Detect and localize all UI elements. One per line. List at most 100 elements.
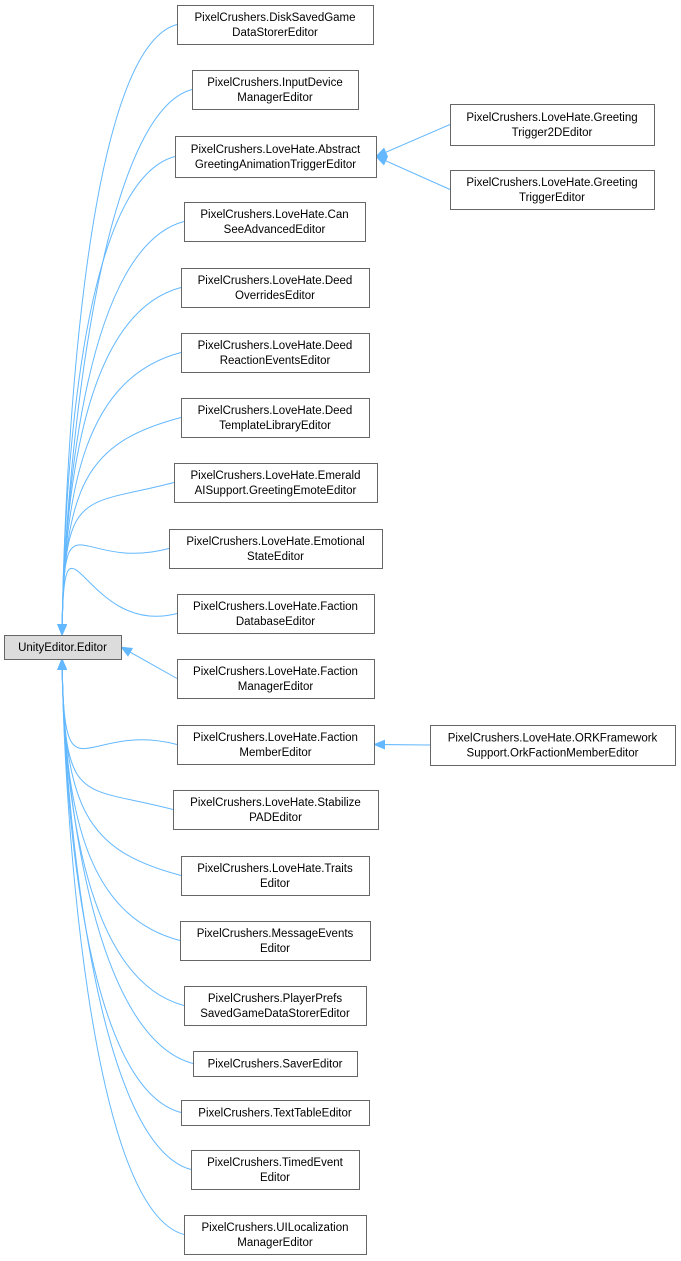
inheritance-edge [57,156,176,636]
node-label-line: PixelCrushers.LoveHate.Faction [193,601,358,613]
node-label-line: StateEditor [247,551,304,563]
class-node-n10[interactable]: PixelCrushers.LoveHate.FactionDatabaseEd… [177,594,375,634]
node-box [181,268,370,308]
node-label-line: SeeAdvancedEditor [224,224,326,236]
class-node-n20[interactable]: PixelCrushers.UILocalizationManagerEdito… [184,1215,367,1255]
inheritance-edge [375,156,451,190]
node-label-line: Editor [260,943,290,955]
class-node-n4[interactable]: PixelCrushers.LoveHate.CanSeeAdvancedEdi… [184,202,366,242]
inheritance-edge [57,544,170,636]
class-node-n7[interactable]: PixelCrushers.LoveHate.DeedTemplateLibra… [181,398,370,438]
class-node-n22[interactable]: PixelCrushers.LoveHate.GreetingTriggerEd… [450,170,655,210]
class-node-n9[interactable]: PixelCrushers.LoveHate.EmotionalStateEdi… [169,529,383,569]
node-label-line: PixelCrushers.LoveHate.Traits [197,863,353,875]
node-box [177,594,375,634]
node-label-line: DatabaseEditor [236,616,315,628]
node-box [191,1150,360,1190]
node-label-line: OverridesEditor [235,290,315,302]
node-label-line: PADEditor [249,812,302,824]
inheritance-edge [57,658,174,810]
class-node-n17[interactable]: PixelCrushers.SaverEditor [193,1051,358,1077]
node-label-line: PixelCrushers.LoveHate.Stabilize [190,797,361,809]
node-label-line: PixelCrushers.LoveHate.Emerald [190,470,360,482]
class-node-n8[interactable]: PixelCrushers.LoveHate.EmeraldAISupport.… [174,463,378,503]
inheritance-edge [57,658,185,1235]
node-box [174,463,378,503]
node-box [175,136,377,178]
class-node-n5[interactable]: PixelCrushers.LoveHate.DeedOverridesEdit… [181,268,370,308]
node-label-line: PixelCrushers.LoveHate.Deed [198,275,353,287]
node-box [4,635,122,660]
class-node-n16[interactable]: PixelCrushers.PlayerPrefsSavedGameDataSt… [184,986,367,1026]
class-node-n18[interactable]: PixelCrushers.TextTableEditor [181,1100,370,1126]
node-box [180,921,371,961]
node-box [181,856,370,896]
node-label-line: Editor [260,1172,290,1184]
node-label-line: PixelCrushers.UILocalization [201,1222,348,1234]
node-label-line: UnityEditor.Editor [18,642,107,654]
node-label-line: DataStorerEditor [232,27,318,39]
node-box [181,333,370,373]
node-label-line: PixelCrushers.TextTableEditor [198,1108,352,1120]
node-label-line: ManagerEditor [238,681,314,693]
inheritance-edge [57,658,178,750]
node-box [193,1051,358,1077]
nodes-layer: UnityEditor.Editor PixelCrushers.DiskSave… [4,5,676,1255]
inheritance-edge [57,417,182,636]
inheritance-edge [120,646,178,679]
node-label-line: PixelCrushers.LoveHate.Abstract [191,144,361,156]
node-box [184,1215,367,1255]
node-box [173,790,379,830]
inheritance-edge [57,567,178,636]
inheritance-edge [57,658,185,1006]
node-box [181,398,370,438]
node-label-line: PixelCrushers.LoveHate.Greeting [466,177,637,189]
edges-layer [57,24,451,1235]
class-node-n12[interactable]: PixelCrushers.LoveHate.FactionMemberEdit… [177,725,375,765]
node-label-line: TemplateLibraryEditor [219,420,331,432]
inheritance-edge [57,482,175,636]
class-node-n23[interactable]: PixelCrushers.LoveHate.ORKFrameworkSuppo… [430,725,676,766]
node-label-line: MemberEditor [239,747,311,759]
inheritance-edge [57,658,194,1064]
node-label-line: ReactionEventsEditor [220,355,331,367]
class-node-n1[interactable]: PixelCrushers.DiskSavedGameDataStorerEdi… [177,5,374,45]
node-label-line: PixelCrushers.InputDevice [207,77,343,89]
node-label-line: Editor [260,878,290,890]
node-label-line: ManagerEditor [237,1237,313,1249]
node-label-line: PixelCrushers.LoveHate.Greeting [466,112,637,124]
inheritance-edge [57,658,192,1170]
node-label-line: TriggerEditor [519,192,585,204]
node-label-line: PixelCrushers.MessageEvents [197,928,354,940]
inheritance-edge [375,124,451,157]
class-node-n3[interactable]: PixelCrushers.LoveHate.AbstractGreetingA… [175,136,377,178]
node-label-line: PixelCrushers.TimedEvent [207,1157,344,1169]
node-box [184,986,367,1026]
node-label-line: Trigger2DEditor [512,127,593,139]
node-label-line: PixelCrushers.LoveHate.Deed [198,340,353,352]
inheritance-edge [57,287,182,636]
node-box [169,529,383,569]
node-box [177,725,375,765]
class-node-n13[interactable]: PixelCrushers.LoveHate.StabilizePADEdito… [173,790,379,830]
class-node-n11[interactable]: PixelCrushers.LoveHate.FactionManagerEdi… [177,659,375,699]
node-label-line: PixelCrushers.LoveHate.Faction [193,732,358,744]
node-label-line: Support.OrkFactionMemberEditor [467,748,639,760]
inheritance-edge [373,739,431,750]
node-label-line: SavedGameDataStorerEditor [200,1008,350,1020]
class-node-n21[interactable]: PixelCrushers.LoveHate.GreetingTrigger2D… [450,104,655,146]
node-box [192,70,359,110]
node-label-line: GreetingAnimationTriggerEditor [195,159,356,171]
node-box [177,5,374,45]
node-box [177,659,375,699]
class-node-n6[interactable]: PixelCrushers.LoveHate.DeedReactionEvent… [181,333,370,373]
node-label-line: PixelCrushers.PlayerPrefs [208,993,342,1005]
base-class-node[interactable]: UnityEditor.Editor [4,635,122,660]
node-label-line: AISupport.GreetingEmoteEditor [195,485,357,497]
node-label-line: PixelCrushers.LoveHate.Emotional [186,536,364,548]
